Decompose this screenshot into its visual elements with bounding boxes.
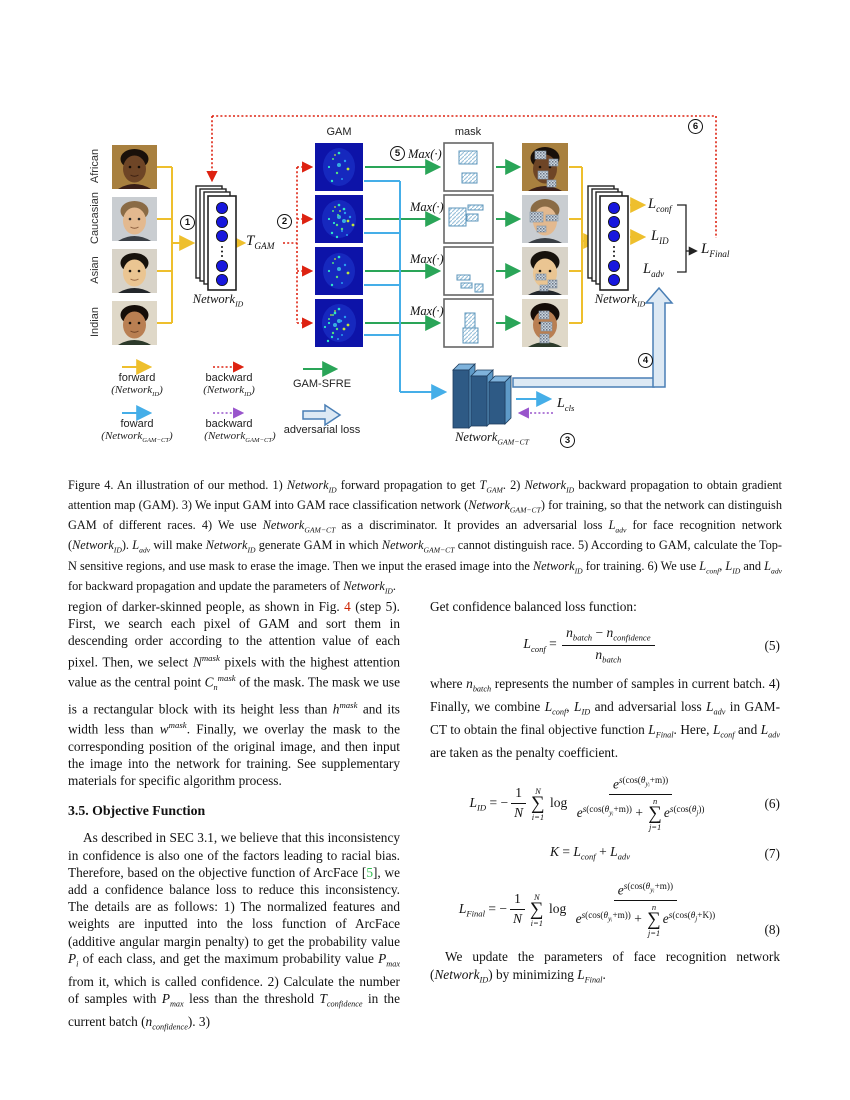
- loss-output-arrows: [630, 197, 647, 245]
- gam-column-label: GAM: [326, 126, 352, 138]
- equation-5-number: (5): [764, 637, 780, 653]
- legend-backward-gamct-paren: (NetworkGAM−CT): [204, 430, 276, 445]
- gam-heatmap-3: [315, 247, 363, 295]
- legend-backward-id-paren: (NetworkID): [203, 384, 255, 399]
- gam-heatmap-4: [315, 299, 363, 347]
- step-5-badge: 5: [390, 146, 405, 161]
- paragraph-combine-losses: where nbatch represents the number of sa…: [430, 676, 781, 760]
- max-operator-3: Max(·): [410, 252, 444, 266]
- paragraph-update-parameters: We update the parameters of face recogni…: [430, 949, 780, 985]
- section-heading-objective-function: 3.5. Objective Function: [68, 803, 206, 819]
- legend-forward-id-paren: (NetworkID): [111, 384, 163, 399]
- mask-regions: [448, 150, 484, 344]
- network-gamct-label: NetworkGAM−CT: [455, 430, 529, 447]
- network-id-stack-left: [195, 185, 237, 291]
- equation-6-number: (6): [764, 796, 780, 812]
- citation-link[interactable]: 5: [366, 864, 373, 880]
- paragraph-confidence-balance: As described in SEC 3.1, we believe that…: [68, 830, 400, 1032]
- network-id-label-left: NetworkID: [192, 292, 244, 309]
- max-operator-2: Max(·): [410, 200, 444, 214]
- network-id-stack-right: [587, 185, 629, 291]
- erased-face-asian: [522, 247, 568, 295]
- legend-forward-gamct-paren: (NetworkGAM−CT): [101, 430, 173, 445]
- network-gamct-blocks: [452, 363, 512, 429]
- erased-face-caucasian: [522, 195, 568, 243]
- equation-7: K = Lconf + Ladv (7): [430, 844, 780, 862]
- erased-face-indian: [522, 299, 568, 347]
- equation-7-body: K = Lconf + Ladv: [549, 844, 631, 863]
- legend-adversarial-label: adversarial loss: [283, 424, 361, 436]
- loss-id-label: LID: [651, 228, 669, 246]
- race-label-indian: Indian: [89, 307, 101, 337]
- step-1-badge: 1: [180, 215, 195, 230]
- step-4-badge: 4: [638, 353, 653, 368]
- figure-4-caption: Figure 4. An illustration of our method.…: [68, 478, 783, 596]
- forward-networkid-arrows-left: [157, 166, 247, 324]
- left-column: region of darker-skinned people, as show…: [68, 598, 400, 1036]
- network-id-label-right: NetworkID: [594, 292, 646, 309]
- gam-sfre-arrows: [365, 159, 442, 331]
- legend-forward-gamct-label: foward: [120, 418, 154, 430]
- step-6-badge: 6: [688, 119, 703, 134]
- legend-backward-id-label: backward: [205, 372, 253, 384]
- step-3-badge: 3: [560, 433, 575, 448]
- forward-gamct-path: [364, 180, 448, 400]
- loss-cls-label: Lcls: [557, 396, 575, 413]
- max-operator-1: Max(·): [408, 147, 442, 161]
- loss-combine-bracket: [677, 204, 698, 273]
- cls-loss-arrows: [516, 391, 553, 419]
- loss-final-label: LFinal: [701, 241, 730, 260]
- loss-conf-label: Lconf: [648, 196, 672, 214]
- gam-heatmap-1: [315, 143, 363, 191]
- loss-adv-label: Ladv: [643, 261, 665, 279]
- face-image-indian: [112, 301, 157, 345]
- face-image-african: [112, 145, 157, 189]
- paragraph-mask-method: region of darker-skinned people, as show…: [68, 599, 400, 789]
- legend-forward-id-label: forward: [118, 372, 156, 384]
- max-operator-4: Max(·): [410, 304, 444, 318]
- adversarial-loss-arrow: [512, 286, 674, 388]
- backward-networkid-path: [206, 115, 717, 238]
- figure-4-diagram: [112, 115, 717, 429]
- equation-8-number: (8): [764, 922, 780, 938]
- backward-to-gam-arrows: [283, 161, 314, 329]
- erased-face-african: [522, 143, 568, 191]
- legend-backward-gamct-label: backward: [205, 418, 253, 430]
- right-column: Get confidence balanced loss function: L…: [430, 598, 780, 989]
- paragraph-get-loss: Get confidence balanced loss function:: [430, 599, 637, 614]
- mask-apply-arrows: [496, 159, 522, 331]
- face-image-caucasian: [112, 197, 157, 241]
- t-gam-label: TGAM: [246, 233, 275, 252]
- face-image-asian: [112, 249, 157, 293]
- step-2-badge: 2: [277, 214, 292, 229]
- legend-gam-sfre-label: GAM-SFRE: [292, 378, 352, 390]
- citation-link[interactable]: 4: [344, 599, 351, 614]
- equation-7-number: (7): [764, 846, 780, 862]
- forward-networkid-arrows-right: [569, 166, 600, 324]
- legend-arrow-adversarial: [302, 403, 342, 427]
- gam-heatmaps: [315, 143, 363, 347]
- mask-column-label: mask: [454, 126, 482, 138]
- gam-heatmap-2: [315, 195, 363, 243]
